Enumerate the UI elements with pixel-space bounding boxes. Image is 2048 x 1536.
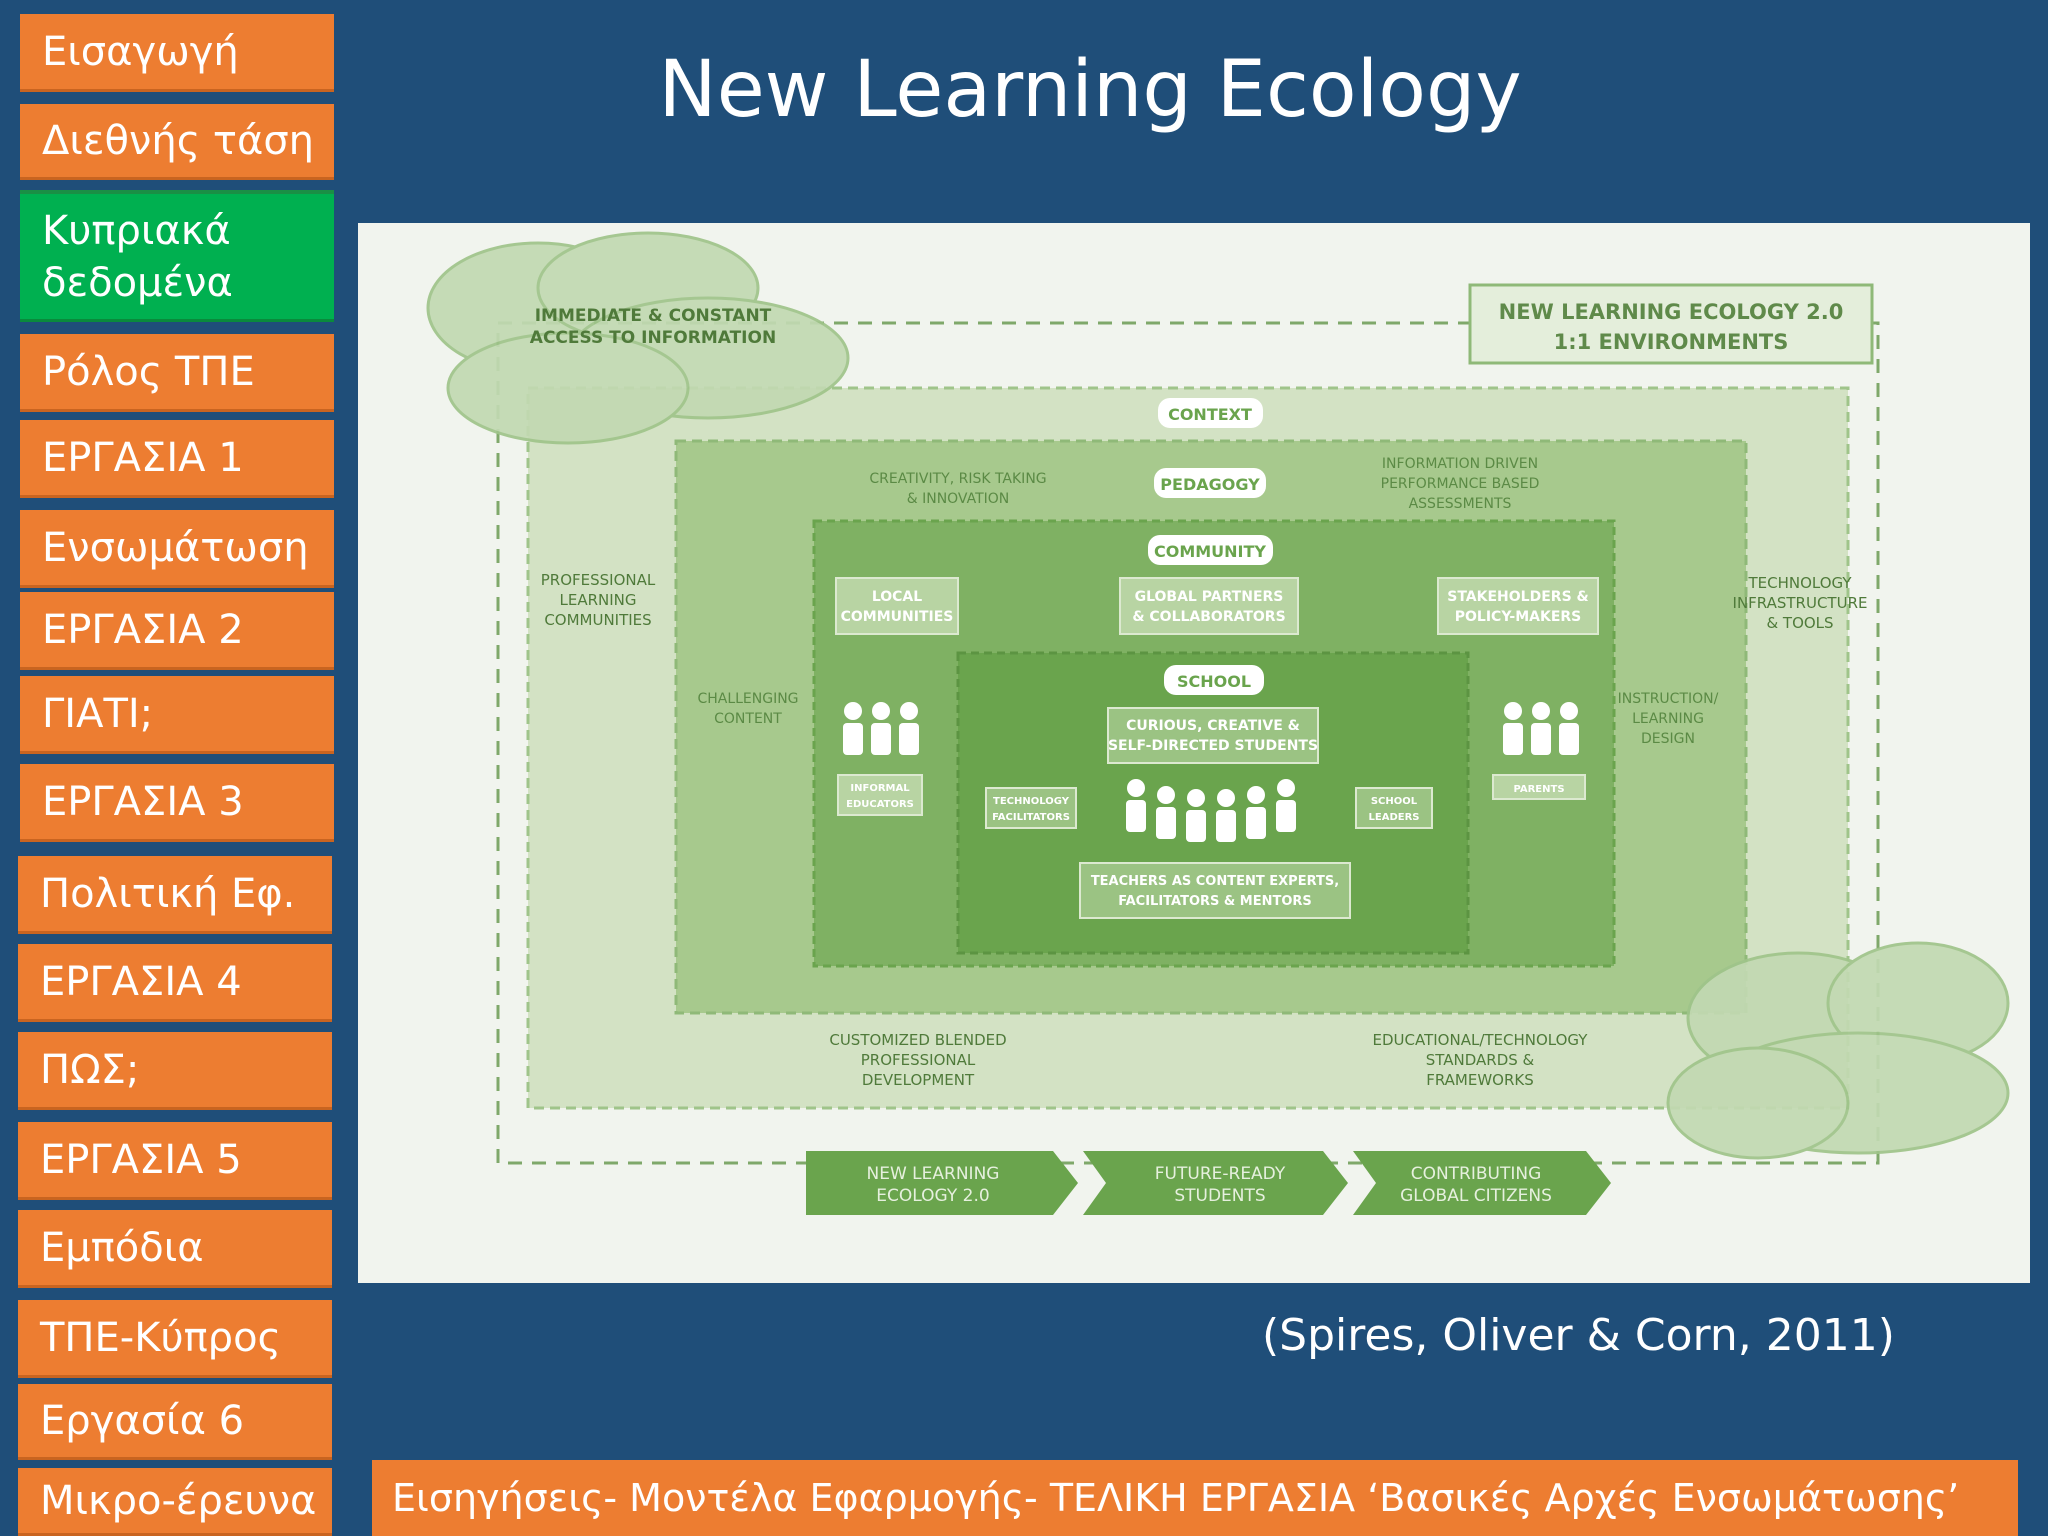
header-box-line-2: 1:1 ENVIRONMENTS (1554, 330, 1789, 354)
teachers-line-1: TEACHERS AS CONTENT EXPERTS, (1091, 874, 1339, 889)
arrow-1-line-2: ECOLOGY 2.0 (876, 1186, 989, 1206)
informal-line-1: INFORMAL (850, 783, 910, 794)
global-line-1: GLOBAL PARTNERS (1135, 589, 1284, 605)
global-partners-box (1119, 577, 1299, 635)
outer-right-3: & TOOLS (1766, 614, 1833, 632)
school-leaders-box (1355, 787, 1433, 829)
students-people-icon (1126, 779, 1296, 842)
teachers-box (1079, 862, 1351, 919)
local-line-2: COMMUNITIES (841, 609, 954, 625)
students-line-2: SELF-DIRECTED STUDENTS (1108, 738, 1318, 754)
cloud-top-left (426, 231, 850, 445)
school-label: SCHOOL (1177, 672, 1251, 691)
leaders-line-1: SCHOOL (1371, 796, 1418, 807)
informal-educators-box (837, 774, 923, 816)
outer-right-1: TECHNOLOGY (1747, 574, 1852, 592)
context-label: CONTEXT (1168, 405, 1252, 424)
people-icon-right (1503, 702, 1579, 755)
local-line-1: LOCAL (872, 589, 922, 605)
cloud-bottom-right (1666, 941, 2010, 1160)
outer-bottom-left-2: PROFESSIONAL (861, 1051, 976, 1069)
arrow-3-line-2: GLOBAL CITIZENS (1400, 1186, 1552, 1206)
ped-left-1: CHALLENGING (697, 691, 798, 707)
arrow-shape-2 (1083, 1151, 1348, 1215)
nav-item-assignment-6[interactable]: Εργασία 6 (18, 1384, 332, 1460)
outer-bottom-right-1: EDUCATIONAL/TECHNOLOGY (1373, 1031, 1589, 1049)
leaders-line-2: LEADERS (1369, 812, 1420, 823)
outer-bottom-right-2: STANDARDS & (1426, 1051, 1535, 1069)
arrow-1-line-1: NEW LEARNING (867, 1164, 1000, 1184)
ped-right-3: DESIGN (1641, 731, 1695, 747)
global-line-2: & COLLABORATORS (1132, 609, 1285, 625)
ped-left-1b: CONTENT (714, 711, 782, 727)
nav-item-assignment-1[interactable]: ΕΡΓΑΣΙΑ 1 (20, 420, 334, 498)
outer-left-1: PROFESSIONAL (541, 571, 656, 589)
community-label: COMMUNITY (1154, 542, 1266, 561)
nav-item-why[interactable]: ΓΙΑΤΙ; (20, 676, 334, 754)
parents-box (1492, 774, 1586, 800)
ped-right-1: INSTRUCTION/ (1618, 691, 1719, 707)
nav-item-policy[interactable]: Πολιτική Εφ. (18, 856, 332, 934)
nav-item-obstacles[interactable]: Εμπόδια (18, 1210, 332, 1288)
outer-bottom-left-3: DEVELOPMENT (862, 1071, 975, 1089)
nav-item-how[interactable]: ΠΩΣ; (18, 1032, 332, 1110)
outer-right-2: INFRASTRUCTURE (1733, 594, 1868, 612)
parents-label: PARENTS (1513, 784, 1564, 795)
arrow-shape-1 (806, 1151, 1078, 1215)
cloud-text-line-1: IMMEDIATE & CONSTANT (535, 306, 772, 326)
slide-title: New Learning Ecology (658, 45, 1522, 135)
nav-item-international-trend[interactable]: Διεθνής τάση (20, 104, 334, 180)
people-icon-left (843, 702, 919, 755)
nav-item-assignment-5[interactable]: ΕΡΓΑΣΙΑ 5 (18, 1122, 332, 1200)
nav-item-assignment-3[interactable]: ΕΡΓΑΣΙΑ 3 (20, 764, 334, 842)
nav-item-introduction[interactable]: Εισαγωγή (20, 14, 334, 92)
ped-top-left-1: CREATIVITY, RISK TAKING (869, 471, 1046, 487)
nav-item-assignment-4[interactable]: ΕΡΓΑΣΙΑ 4 (18, 944, 332, 1022)
stake-line-2: POLICY-MAKERS (1455, 609, 1582, 625)
arrow-flow: NEW LEARNING ECOLOGY 2.0 FUTURE-READY ST… (806, 1151, 1611, 1215)
outer-bottom-right-3: FRAMEWORKS (1426, 1071, 1534, 1089)
informal-line-2: EDUCATORS (846, 799, 914, 810)
header-box-line-1: NEW LEARNING ECOLOGY 2.0 (1499, 300, 1844, 324)
ped-top-right-3: ASSESSMENTS (1409, 496, 1512, 512)
nav-item-cyprus-data[interactable]: Κυπριακά δεδομένα (20, 190, 334, 322)
pedagogy-pill (1154, 468, 1266, 498)
cloud-text-line-2: ACCESS TO INFORMATION (530, 328, 776, 348)
citation: (Spires, Oliver & Corn, 2011) (1262, 1310, 1895, 1361)
footer-bar: Εισηγήσεις- Μοντέλα Εφαρμογής- ΤΕΛΙΚΗ ΕΡ… (372, 1460, 2018, 1536)
nav-item-role-ict[interactable]: Ρόλος ΤΠΕ (20, 334, 334, 412)
ped-top-right-1: INFORMATION DRIVEN (1382, 456, 1538, 472)
community-pill (1148, 535, 1273, 565)
nav-item-assignment-2[interactable]: ΕΡΓΑΣΙΑ 2 (20, 592, 334, 670)
arrow-shape-3 (1353, 1151, 1611, 1215)
learning-ecology-diagram: IMMEDIATE & CONSTANT ACCESS TO INFORMATI… (358, 223, 2030, 1283)
header-box (1468, 283, 1874, 365)
arrow-2-line-1: FUTURE-READY (1155, 1164, 1286, 1184)
ped-right-2: LEARNING (1632, 711, 1704, 727)
tech-line-2: FACILITATORS (992, 812, 1070, 823)
ped-top-left-2: & INNOVATION (907, 491, 1010, 507)
teachers-line-2: FACILITATORS & MENTORS (1118, 894, 1312, 909)
stake-line-1: STAKEHOLDERS & (1447, 589, 1588, 605)
outer-left-3: COMMUNITIES (544, 611, 651, 629)
tech-facilitators-box (985, 787, 1077, 829)
pedagogy-label: PEDAGOGY (1160, 475, 1260, 494)
arrow-3-line-1: CONTRIBUTING (1411, 1164, 1542, 1184)
arrow-2-line-2: STUDENTS (1174, 1186, 1265, 1206)
students-line-1: CURIOUS, CREATIVE & (1126, 718, 1300, 734)
context-pill (1158, 398, 1263, 428)
tech-line-1: TECHNOLOGY (993, 796, 1070, 807)
nav-item-ict-cyprus[interactable]: ΤΠΕ-Κύπρος (18, 1300, 332, 1378)
school-pill (1164, 665, 1264, 695)
students-box (1107, 707, 1319, 764)
stakeholders-box (1437, 577, 1599, 635)
outer-bottom-left-1: CUSTOMIZED BLENDED (829, 1031, 1006, 1049)
outer-left-2: LEARNING (559, 591, 636, 609)
local-communities-box (835, 577, 959, 635)
nav-item-micro-research[interactable]: Μικρο-έρευνα (18, 1468, 332, 1536)
nav-item-integration[interactable]: Ενσωμάτωση (20, 510, 334, 588)
ped-top-right-2: PERFORMANCE BASED (1381, 476, 1540, 492)
